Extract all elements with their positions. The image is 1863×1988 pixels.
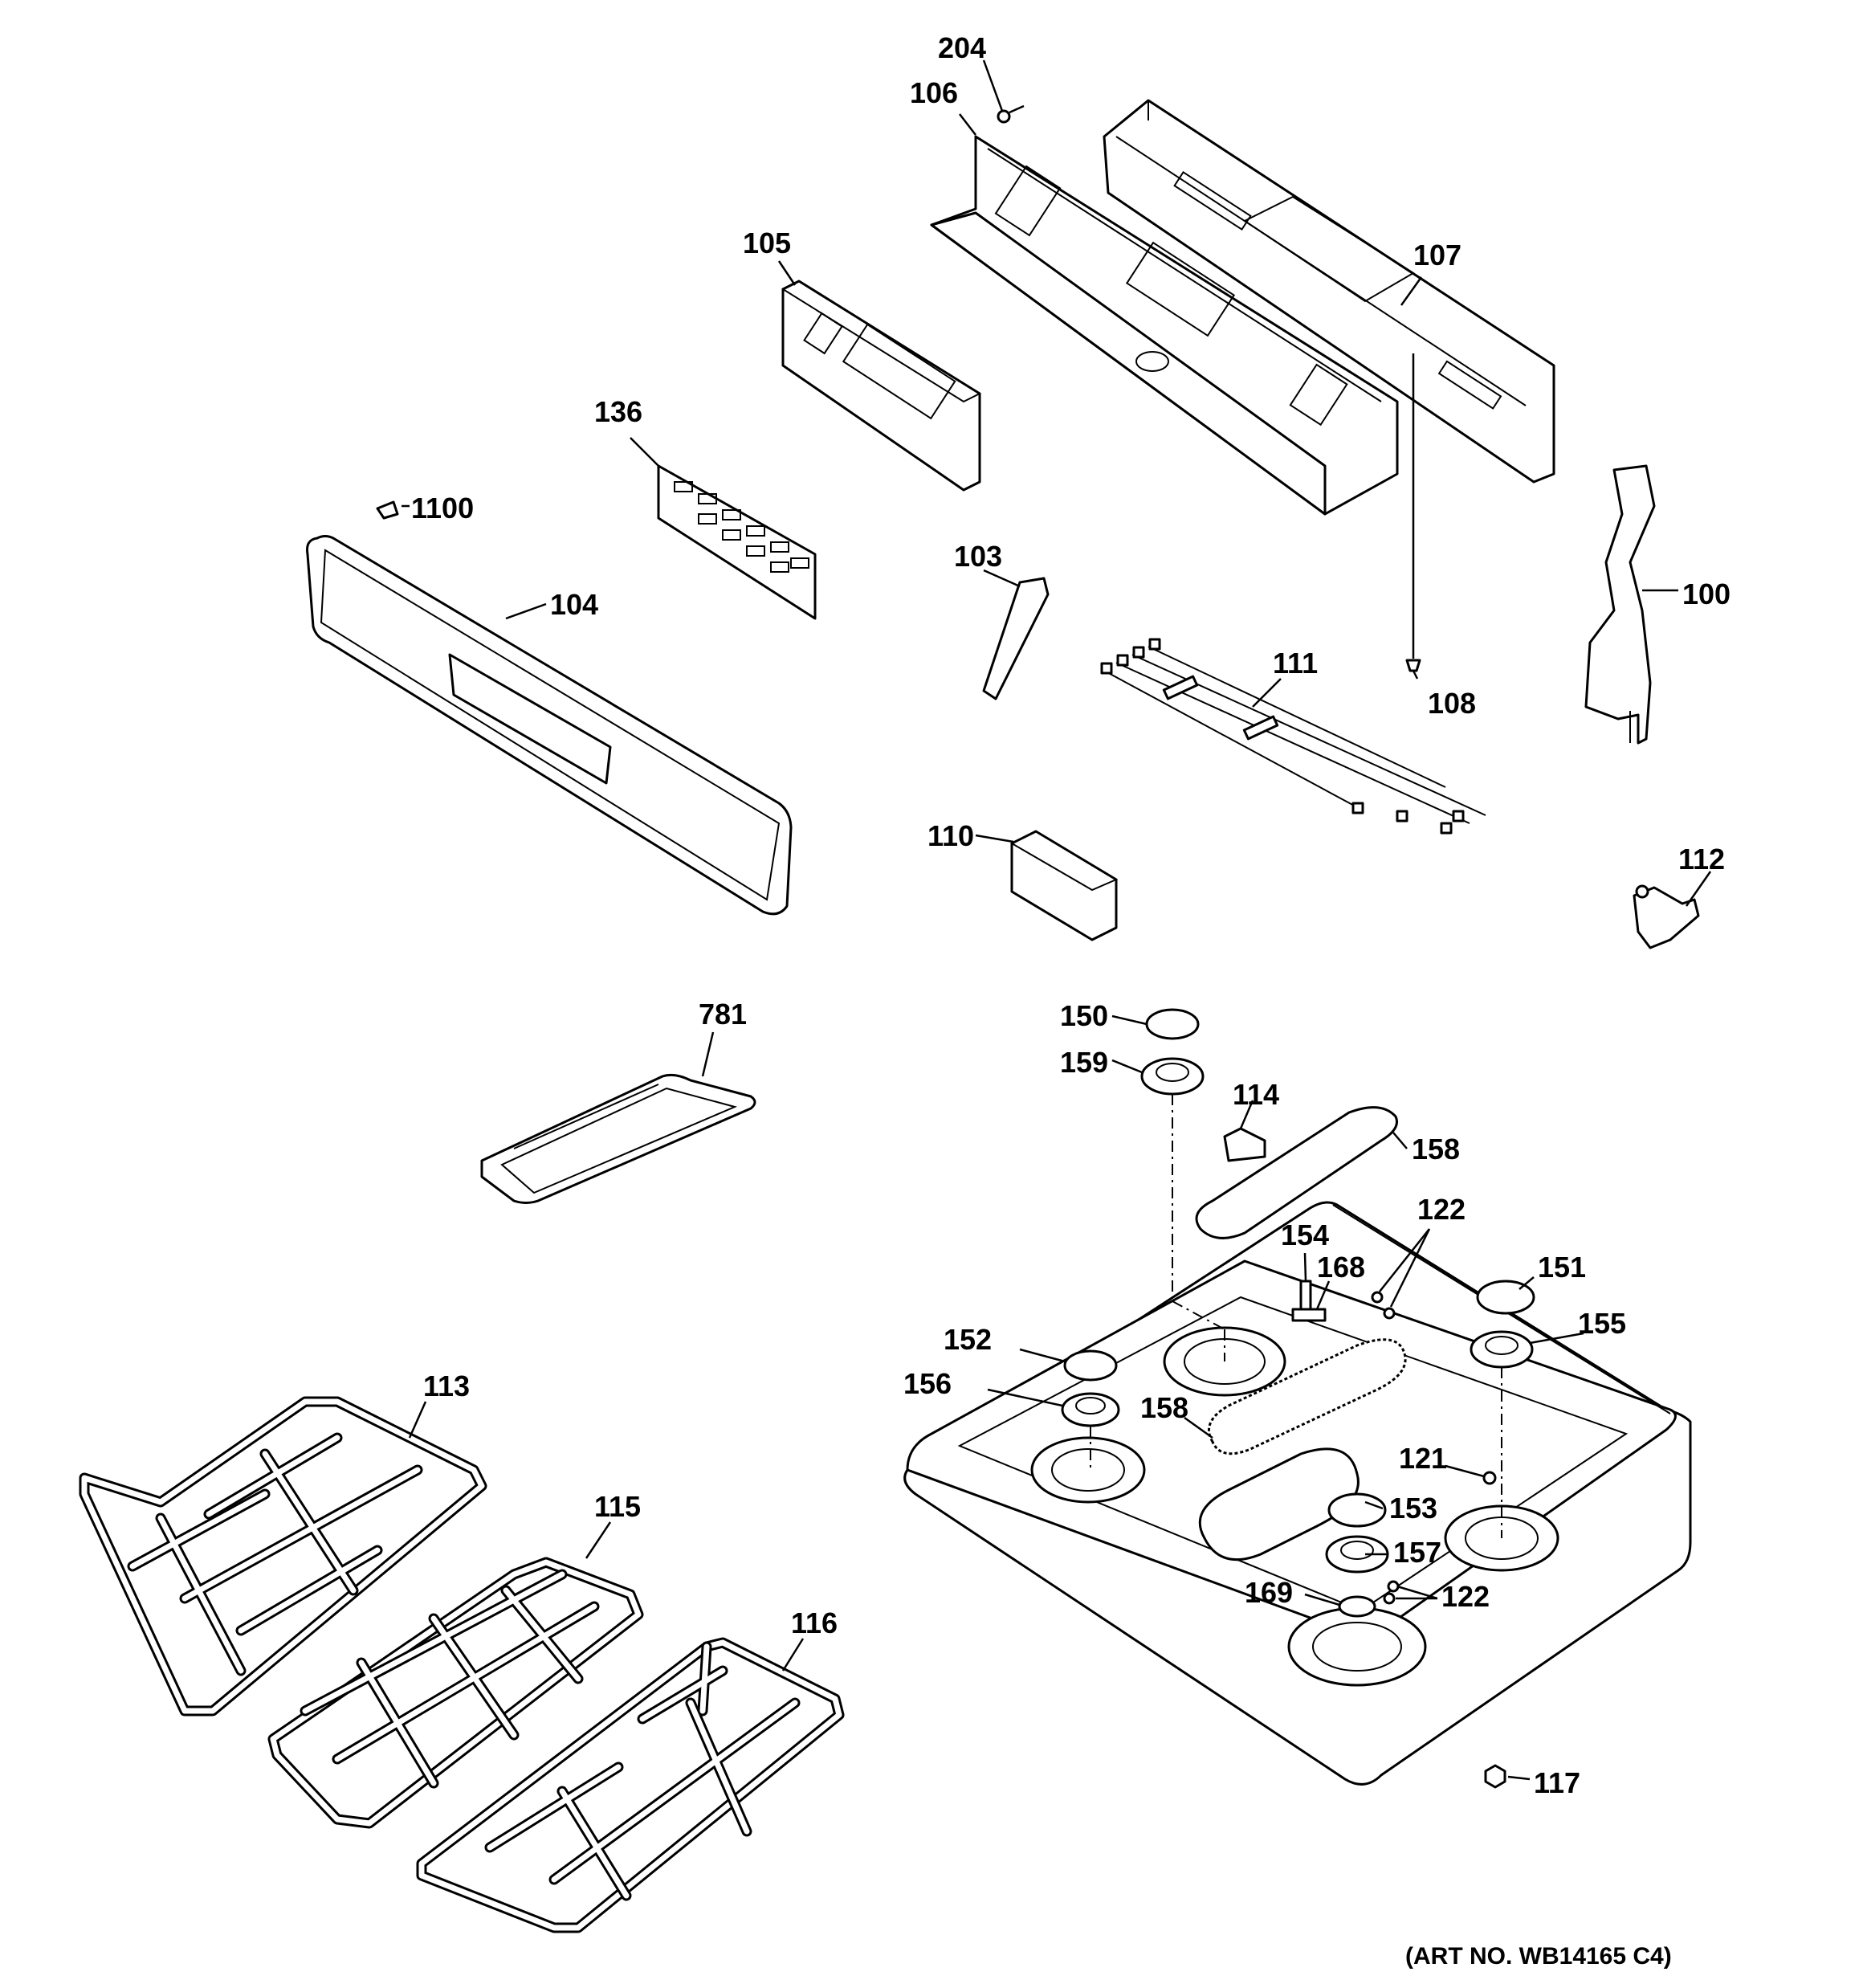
top-cover-107 — [1103, 99, 1555, 484]
callout-152: 152 — [944, 1323, 992, 1356]
griddle-781 — [480, 1073, 756, 1204]
callout-100: 100 — [1682, 578, 1731, 610]
igniter-154-168 — [1291, 1280, 1327, 1322]
callout-159: 159 — [1060, 1046, 1108, 1079]
callout-168: 168 — [1317, 1251, 1365, 1284]
callout-115: 115 — [594, 1490, 641, 1523]
callout-114: 114 — [1233, 1078, 1279, 1111]
bracket-114 — [1223, 1127, 1266, 1162]
callout-158-upper: 158 — [1412, 1133, 1460, 1165]
callout-155: 155 — [1578, 1307, 1626, 1340]
callout-121: 121 — [1399, 1442, 1447, 1475]
callout-153: 153 — [1389, 1492, 1437, 1525]
backsplash-panel-106 — [930, 135, 1399, 516]
callout-151: 151 — [1538, 1251, 1586, 1284]
callout-105: 105 — [743, 227, 791, 259]
callout-150: 150 — [1060, 999, 1108, 1032]
callout-106: 106 — [910, 76, 958, 109]
callout-111: 111 — [1273, 647, 1318, 680]
wire-harness-111 — [1100, 638, 1486, 835]
callout-107: 107 — [1413, 239, 1461, 271]
callout-122-upper: 122 — [1417, 1193, 1466, 1226]
callout-1100: 1100 — [411, 492, 474, 525]
callout-169: 169 — [1245, 1576, 1293, 1609]
callout-158-lower: 158 — [1140, 1391, 1188, 1424]
callout-112: 112 — [1678, 843, 1725, 876]
callout-136: 136 — [594, 395, 642, 428]
burner-head-156 — [1061, 1392, 1120, 1427]
griddle-burner-158-upper — [1195, 1106, 1398, 1239]
leader-lines — [402, 59, 1712, 1781]
callout-108: 108 — [1428, 687, 1476, 720]
callout-103: 103 — [954, 540, 1002, 573]
oval-burner-158-lower — [1208, 1338, 1407, 1455]
burner-cap-152 — [1063, 1349, 1118, 1382]
control-board-105 — [781, 280, 982, 492]
callout-113: 113 — [423, 1370, 470, 1402]
screw-204 — [997, 104, 1025, 124]
burner-cap-151 — [1476, 1280, 1535, 1315]
assembly-lines — [1090, 1094, 1502, 1538]
burner-cap-150 — [1145, 1008, 1200, 1040]
burner-head-155 — [1470, 1330, 1534, 1369]
callout-117: 117 — [1534, 1766, 1580, 1799]
callout-labels: 204 106 105 107 136 1100 104 103 100 111… — [411, 31, 1731, 1970]
bracket-103 — [982, 577, 1050, 700]
callout-122-lower: 122 — [1441, 1580, 1490, 1613]
callout-116: 116 — [791, 1606, 838, 1639]
screw-1100 — [376, 500, 399, 520]
callout-154: 154 — [1281, 1219, 1329, 1251]
grate-113 — [79, 1396, 487, 1717]
nut-117 — [1484, 1764, 1506, 1789]
callout-781: 781 — [699, 998, 747, 1031]
art-number: (ART NO. WB14165 C4) — [1405, 1943, 1672, 1970]
screw-108 — [1405, 353, 1421, 672]
callout-110: 110 — [927, 819, 974, 852]
burner-head-159 — [1140, 1057, 1205, 1096]
callout-157: 157 — [1393, 1536, 1441, 1569]
callout-104: 104 — [550, 588, 598, 621]
burner-169 — [1338, 1595, 1376, 1618]
gas-valve-112 — [1633, 884, 1700, 949]
burner-wells — [1030, 1326, 1559, 1687]
terminal-block-110 — [1009, 830, 1119, 941]
keypad-overlay-136 — [657, 464, 817, 620]
screws-122-121 — [1371, 1291, 1497, 1605]
control-panel-104 — [306, 535, 793, 916]
grate-116 — [416, 1637, 845, 1933]
burner-cap-153 — [1327, 1492, 1387, 1528]
side-trim-100 — [1584, 464, 1656, 745]
grate-115 — [267, 1557, 644, 1829]
callout-204: 204 — [938, 31, 986, 64]
callout-156: 156 — [903, 1367, 952, 1400]
